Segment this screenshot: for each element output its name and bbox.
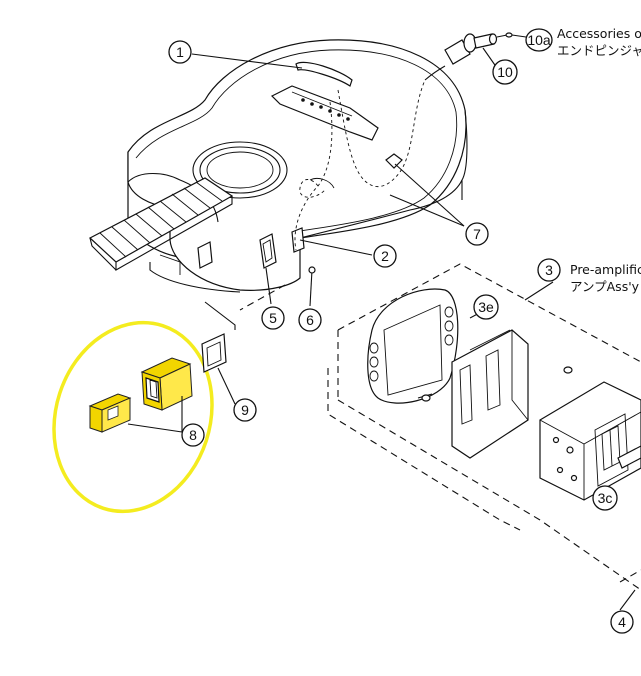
callout-8: 8 [181,423,205,447]
svg-text:7: 7 [473,226,481,242]
svg-text:3c: 3c [598,490,613,506]
callout-1: 1 [168,40,192,64]
svg-text:5: 5 [269,310,277,326]
svg-text:2: 2 [381,248,389,264]
callout-2: 2 [373,244,397,268]
callout-3c: 3c [592,485,618,511]
svg-text:10a: 10a [527,32,551,48]
callout-3: 3 [537,258,561,282]
svg-text:3e: 3e [478,299,494,315]
callout-7: 7 [465,222,489,246]
highlight-ring [52,320,214,514]
svg-text:9: 9 [241,402,249,418]
callout-10: 10 [492,59,518,85]
callout-9: 9 [233,398,257,422]
svg-text:10: 10 [497,64,513,80]
accessories-label-jp: エンドピンジャ [557,43,641,58]
preamp-exploded-box [239,263,641,591]
svg-text:6: 6 [306,312,314,328]
callout-3e: 3e [473,294,499,320]
endpin-jack [444,32,527,69]
svg-text:1: 1 [176,44,184,60]
parts-8-9 [52,301,236,514]
callout-5: 5 [261,306,285,330]
preamp-label: Pre-amplific [570,262,641,277]
preamp-label-jp: アンプAss'y [570,279,640,294]
callout-10a: 10a [525,28,553,52]
svg-text:8: 8 [189,427,197,443]
callout-6: 6 [298,308,322,332]
accessories-label: Accessories o [557,26,641,41]
svg-text:4: 4 [618,614,626,630]
guitar-body [88,39,468,293]
svg-text:3: 3 [545,262,553,278]
callout-4: 4 [610,610,634,634]
